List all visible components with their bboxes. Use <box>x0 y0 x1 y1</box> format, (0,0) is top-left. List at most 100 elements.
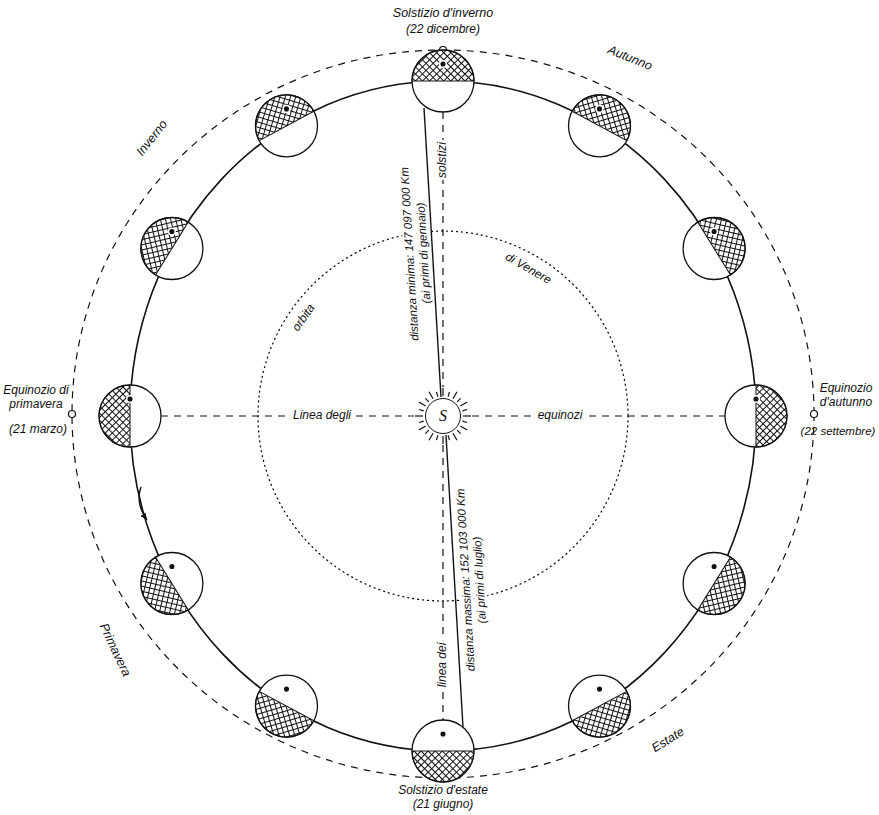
night-edge <box>188 222 189 223</box>
night-hatch <box>412 50 474 81</box>
sun-circle: S <box>425 398 461 434</box>
pole-dot <box>440 731 447 738</box>
earth <box>569 84 642 157</box>
sun-ray <box>437 435 438 440</box>
sun-ray <box>457 398 461 402</box>
line-label: linea dei <box>436 641 450 690</box>
night-side <box>244 84 313 141</box>
earth <box>683 206 757 280</box>
season-label: Primavera <box>96 621 133 679</box>
sun-rays <box>415 388 471 444</box>
night-edge <box>697 609 698 610</box>
pole-dot <box>127 396 134 403</box>
orbit-label: orbita <box>289 300 320 336</box>
pole-dot <box>711 228 718 235</box>
night-side <box>129 557 188 626</box>
season-label: Inverno <box>133 117 170 159</box>
earth <box>99 385 161 447</box>
date-label: (22 dicembre) <box>406 23 480 37</box>
sun-ray <box>425 398 429 402</box>
equinox-title: Equinozio di primavera <box>0 384 73 412</box>
night-side <box>572 84 641 141</box>
line-label: Linea degli <box>291 409 353 423</box>
pole-dot <box>596 106 603 113</box>
night-hatch <box>756 385 787 447</box>
pole-dot <box>283 106 290 113</box>
night-hatch <box>244 691 313 748</box>
night-hatch <box>244 84 313 141</box>
date-label: (22 settembre) <box>801 425 876 438</box>
equinox-line <box>161 415 414 416</box>
night-edge <box>313 111 314 112</box>
night-edge <box>411 750 412 751</box>
sun-ray <box>448 435 449 440</box>
night-side <box>698 557 757 626</box>
night-edge <box>572 720 573 721</box>
sun-ray <box>425 430 429 434</box>
night-hatch <box>412 751 474 782</box>
sun-ray <box>442 436 443 444</box>
solstice-title: Solstizio d'inverno <box>393 6 493 20</box>
sun-ray <box>448 392 449 397</box>
sun-ray <box>429 392 433 399</box>
sun-ray <box>457 430 461 434</box>
solstice-title: Solstizio d'estate <box>398 784 488 798</box>
sun-ray <box>462 421 467 422</box>
earth-disc <box>99 385 161 447</box>
season-label: Estate <box>649 725 687 756</box>
date-label: (21 giugno) <box>413 798 474 812</box>
night-hatch <box>129 557 188 626</box>
sun-letter: S <box>439 408 447 424</box>
night-side <box>756 385 787 447</box>
line-label: equinozi <box>536 409 585 423</box>
night-edge <box>626 140 627 141</box>
pole-dot <box>169 563 176 570</box>
night-edge <box>755 446 756 447</box>
line-label: solstizi <box>436 140 450 180</box>
sun-ray <box>462 410 467 411</box>
equinox-line <box>472 415 725 416</box>
sun-ray <box>429 433 433 440</box>
sun-ray <box>419 402 426 406</box>
night-edge <box>473 80 474 81</box>
earth <box>244 675 317 748</box>
night-hatch <box>572 84 641 141</box>
night-side <box>244 691 313 748</box>
point-marker <box>811 411 818 418</box>
pole-dot <box>283 686 290 693</box>
sun-ray <box>453 433 457 440</box>
earth <box>412 720 474 782</box>
night-edge <box>730 274 731 275</box>
night-edge <box>155 557 156 558</box>
earth-orbit <box>130 81 756 751</box>
night-hatch <box>698 557 757 626</box>
sun-ray <box>415 415 423 416</box>
seasons-ellipse <box>72 50 814 778</box>
sun-ray <box>460 426 467 430</box>
sun-ray <box>463 415 471 416</box>
night-side <box>129 206 188 275</box>
pole-dot <box>440 61 447 68</box>
sun-ray <box>442 388 443 396</box>
sun-ray <box>419 426 426 430</box>
night-hatch <box>99 385 130 447</box>
earth <box>725 385 787 447</box>
orbit-label: di Venere <box>501 249 555 288</box>
night-edge <box>259 691 260 692</box>
earth <box>244 84 317 157</box>
earth <box>412 50 474 112</box>
earth <box>683 553 757 627</box>
earth-disc <box>412 50 474 112</box>
earth-disc <box>725 385 787 447</box>
earth <box>129 206 203 280</box>
night-hatch <box>698 206 757 275</box>
sun-ray <box>437 392 438 397</box>
night-edge <box>129 384 130 385</box>
earth <box>129 553 203 627</box>
motion-arrow <box>139 487 147 520</box>
earth-disc <box>412 720 474 782</box>
night-side <box>412 751 474 782</box>
sun-ray <box>419 410 424 411</box>
night-side <box>99 385 130 447</box>
